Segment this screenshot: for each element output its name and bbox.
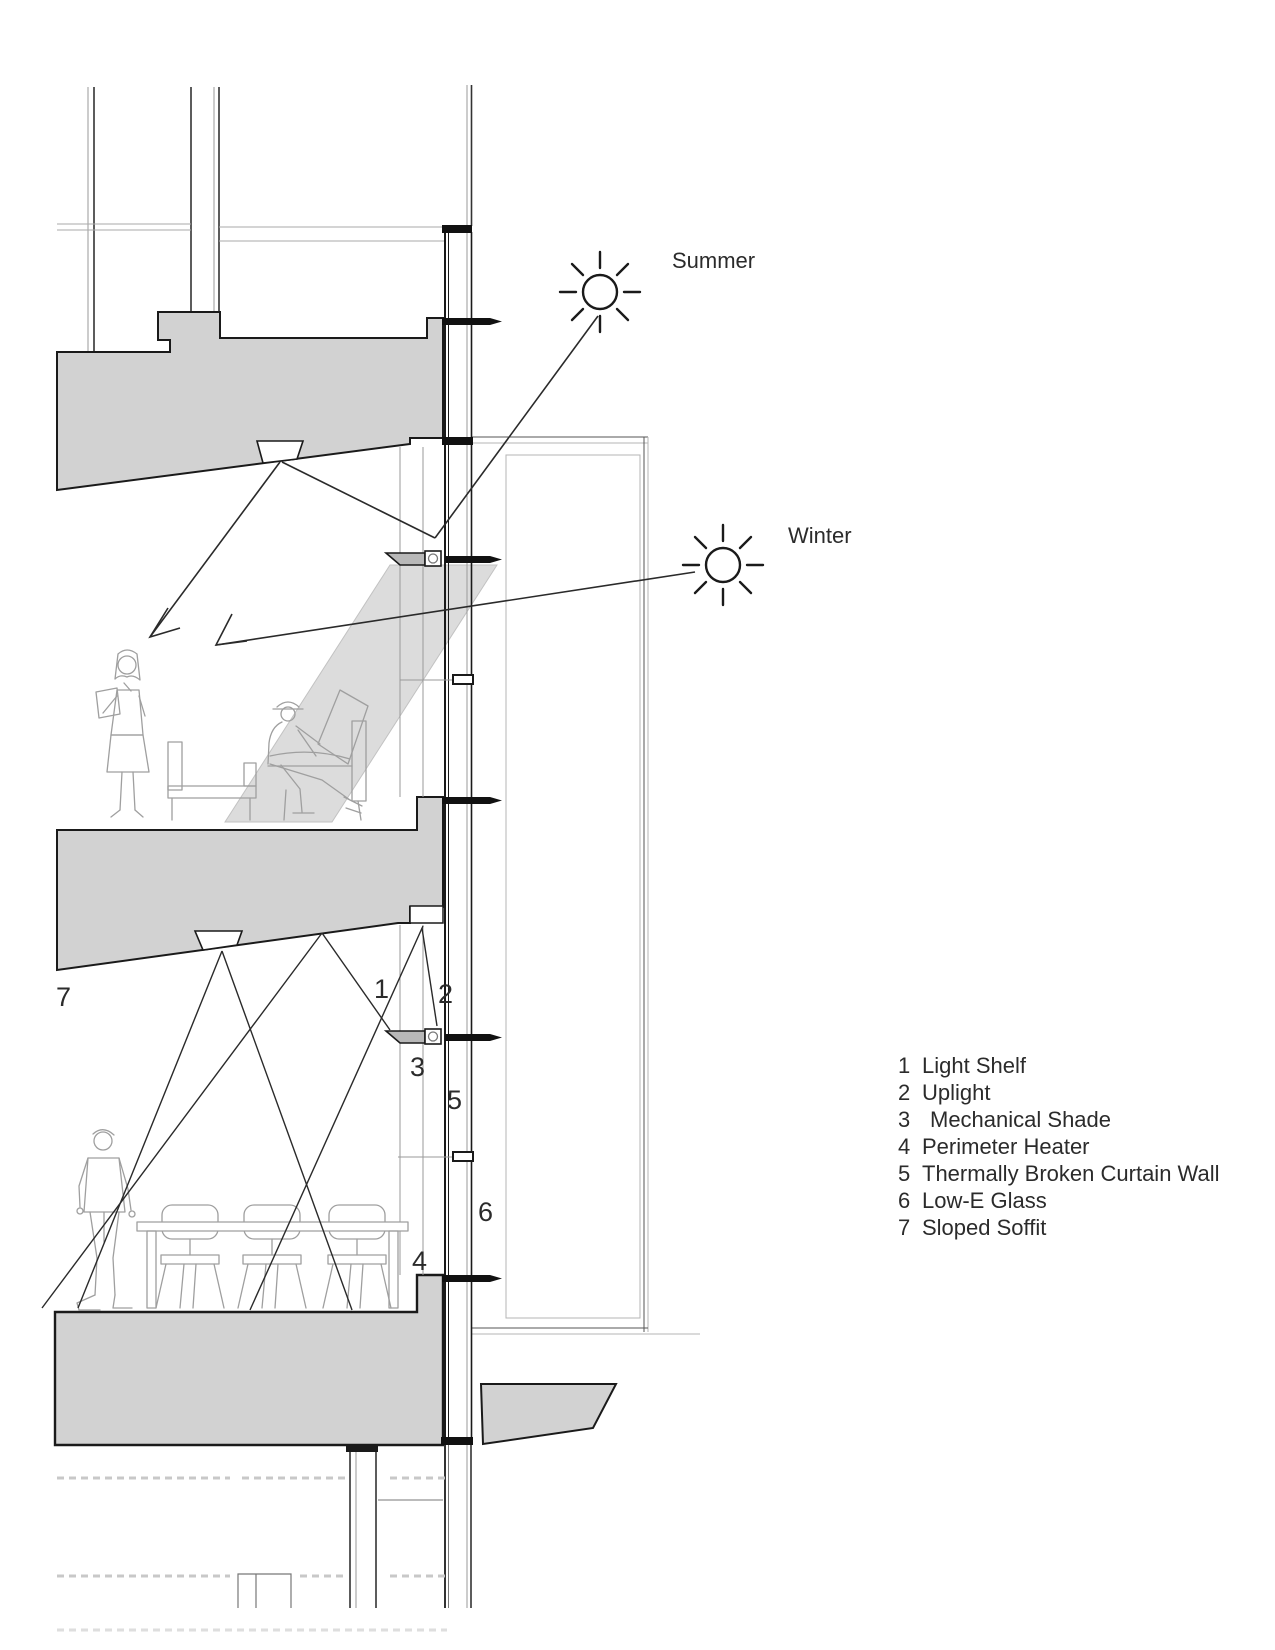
legend-item: 1 Light Shelf (898, 1053, 1027, 1078)
mullion-cap (441, 1437, 473, 1445)
middle-slab (56, 796, 444, 972)
legend-item: 2 Uplight (898, 1080, 990, 1105)
svg-text:Perimeter Heater: Perimeter Heater (922, 1134, 1090, 1159)
seated-man-figure (267, 689, 369, 821)
svg-text:Mechanical Shade: Mechanical Shade (930, 1107, 1111, 1132)
light-shelf (383, 1030, 426, 1044)
conference-chair (237, 1204, 307, 1309)
legend-item: 4 Perimeter Heater (898, 1134, 1090, 1159)
bottom-slab (53, 1273, 445, 1447)
winter-sun-icon (681, 523, 765, 607)
exterior-canopy-wedge (479, 1383, 618, 1446)
svg-text:3: 3 (898, 1107, 910, 1132)
summer-sun-ray (434, 315, 599, 539)
legend-item: 6 Low-E Glass (898, 1188, 1047, 1213)
curtain-wall-mullion (399, 232, 473, 1608)
upper-slab (56, 311, 444, 492)
callout-3-mechanical-shade: 3 (410, 1052, 425, 1082)
exterior-fin (442, 318, 502, 325)
callout-7-sloped-soffit: 7 (56, 982, 71, 1012)
sunbeam (224, 564, 498, 823)
figures-and-furniture (76, 649, 409, 1311)
svg-text:Uplight: Uplight (922, 1080, 990, 1105)
conference-chair (155, 1204, 225, 1309)
basement-details (57, 1445, 447, 1632)
standing-man-figure (76, 1129, 136, 1311)
shade-roller (427, 1031, 439, 1042)
callout-1-light-shelf: 1 (374, 974, 389, 1004)
uplight-fixture (193, 930, 244, 951)
reflected-ray (281, 461, 436, 539)
lower-ray-fan (41, 925, 438, 1311)
svg-text:2: 2 (898, 1080, 910, 1105)
upper-wall-lines (57, 85, 473, 352)
exterior-screen-panel (471, 436, 700, 1335)
svg-text:6: 6 (898, 1188, 910, 1213)
winter-label: Winter (788, 523, 852, 548)
light-rays (41, 315, 696, 1311)
svg-text:7: 7 (898, 1215, 910, 1240)
exterior-fin (442, 1275, 502, 1282)
legend-item: 7 Sloped Soffit (898, 1215, 1046, 1240)
mullion-caps-and-fins (441, 225, 502, 1445)
light-shelf-fin (445, 556, 502, 563)
summer-sun-icon (558, 250, 642, 334)
mullion-clips (398, 674, 474, 1162)
callout-6-low-e-glass: 6 (478, 1197, 493, 1227)
callout-2-uplight: 2 (438, 979, 453, 1009)
exterior-fin (442, 797, 502, 804)
svg-text:Sloped Soffit: Sloped Soffit (922, 1215, 1046, 1240)
svg-text:5: 5 (898, 1161, 910, 1186)
standing-woman-figure (95, 649, 150, 818)
summer-label: Summer (672, 248, 755, 273)
floor-slabs (53, 311, 618, 1447)
light-shelf-fin (445, 1034, 502, 1041)
window-head-pocket (409, 905, 444, 924)
svg-text:1: 1 (898, 1053, 910, 1078)
callout-4-perimeter-heater: 4 (412, 1246, 427, 1276)
uplight-fixtures (193, 440, 305, 951)
legend-item: 5 Thermally Broken Curtain Wall (898, 1161, 1220, 1186)
conference-table (136, 1221, 409, 1309)
legend: 1 Light Shelf 2 Uplight 3 Mechanical Sha… (898, 1053, 1220, 1240)
svg-text:Light Shelf: Light Shelf (922, 1053, 1027, 1078)
uplight-arrow (148, 461, 281, 639)
mullion-cap (442, 437, 473, 445)
mullion-cap (442, 225, 472, 233)
light-shelf-assemblies (383, 550, 442, 1045)
svg-text:Thermally Broken Curtain Wall: Thermally Broken Curtain Wall (922, 1161, 1220, 1186)
light-shelf (383, 552, 426, 566)
winter-arrow (214, 571, 696, 646)
svg-text:Low-E Glass: Low-E Glass (922, 1188, 1047, 1213)
callout-5-curtain-wall: 5 (447, 1085, 462, 1115)
shade-roller (427, 553, 439, 564)
uplight-fixture (255, 440, 305, 464)
svg-text:4: 4 (898, 1134, 910, 1159)
legend-item: 3 Mechanical Shade (898, 1107, 1111, 1132)
empty-chair (167, 741, 257, 821)
